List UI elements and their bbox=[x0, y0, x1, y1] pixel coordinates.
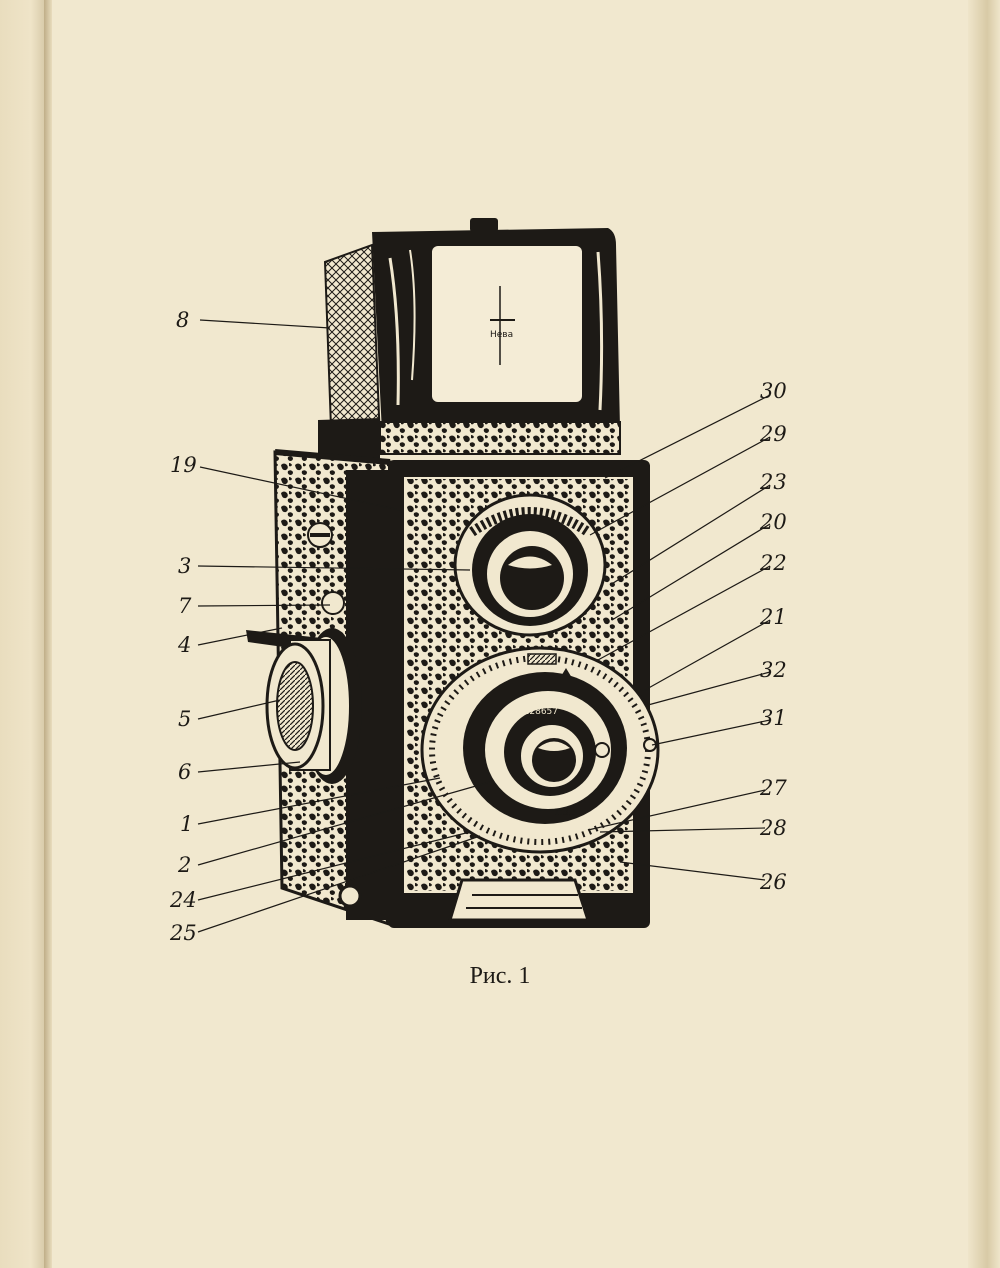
leader-1 bbox=[197, 777, 441, 825]
callout-19: 19 bbox=[170, 453, 197, 477]
callout-7: 7 bbox=[178, 594, 192, 618]
callout-24: 24 bbox=[169, 888, 197, 912]
lens-aperture: 1:3,5 bbox=[554, 808, 577, 818]
callout-26: 26 bbox=[759, 870, 787, 894]
page-fore-edge bbox=[968, 0, 1000, 1268]
callout-32: 32 bbox=[760, 658, 787, 682]
viewfinder-hood: Нева bbox=[372, 218, 620, 432]
leader-4 bbox=[197, 627, 283, 646]
figure-caption: Рис. 1 bbox=[469, 963, 531, 989]
previous-page-edge bbox=[0, 0, 44, 1268]
callout-2: 2 bbox=[177, 853, 191, 877]
leader-21 bbox=[644, 619, 771, 691]
callout-28: 28 bbox=[759, 816, 787, 840]
winding-knob bbox=[246, 628, 362, 908]
callout-30: 30 bbox=[760, 379, 787, 403]
leader-32 bbox=[647, 671, 771, 706]
leader-5 bbox=[197, 699, 281, 720]
callout-8: 8 bbox=[176, 308, 189, 332]
callout-4: 4 bbox=[177, 633, 191, 657]
callout-6: 6 bbox=[178, 760, 191, 784]
callout-27: 27 bbox=[759, 776, 787, 800]
callout-22: 22 bbox=[759, 551, 787, 575]
callout-21: 21 bbox=[759, 605, 787, 629]
callout-23: 23 bbox=[759, 470, 787, 494]
leader-29 bbox=[589, 436, 771, 536]
leader-26 bbox=[619, 861, 766, 881]
hood-base-strip bbox=[318, 418, 621, 462]
viewfinder-marking: Нева bbox=[490, 330, 513, 340]
callout-3: 3 bbox=[178, 554, 191, 578]
leader-27 bbox=[587, 789, 766, 831]
leader-25 bbox=[197, 835, 481, 933]
callout-29: 29 bbox=[759, 422, 787, 446]
leader-24 bbox=[197, 831, 471, 901]
leader-20 bbox=[611, 523, 771, 621]
book-gutter bbox=[44, 0, 52, 1268]
lens-serial: №28657 bbox=[520, 707, 558, 717]
callout-numbers: 8 19 3 7 4 5 6 1 2 24 25 30 29 23 20 22 … bbox=[169, 308, 787, 945]
callout-25: 25 bbox=[169, 921, 197, 945]
leader-23 bbox=[609, 484, 771, 586]
callout-20: 20 bbox=[759, 510, 787, 534]
callout-5: 5 bbox=[178, 707, 191, 731]
leader-19 bbox=[199, 466, 401, 511]
callout-1: 1 bbox=[180, 812, 193, 836]
leader-28 bbox=[599, 827, 766, 833]
leader-lines bbox=[197, 319, 771, 933]
leader-22 bbox=[597, 565, 771, 661]
viewing-lens bbox=[453, 493, 607, 637]
taking-lens: №28657 1:3,5 bbox=[420, 646, 660, 854]
leader-6 bbox=[197, 761, 301, 773]
leader-30 bbox=[604, 394, 771, 479]
leader-3 bbox=[197, 565, 471, 571]
callout-31: 31 bbox=[760, 706, 787, 730]
leader-8 bbox=[199, 319, 331, 329]
leader-31 bbox=[651, 719, 771, 746]
leader-7 bbox=[197, 604, 331, 607]
leader-2 bbox=[197, 781, 491, 866]
